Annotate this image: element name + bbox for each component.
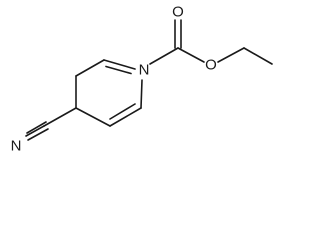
bond-triple-3: [27, 128, 49, 141]
structure-diagram: N O O N: [11, 4, 273, 155]
bond-triple-2: [25, 125, 45, 137]
bond-c3-c2-double-inner: [105, 65, 132, 75]
bond-c3-n1: [103, 59, 136, 70]
atom-ring-nitrogen: N: [139, 62, 150, 79]
atom-nitrile-nitrogen: N: [11, 138, 22, 155]
bond-carbonyl-ester-o: [177, 47, 205, 63]
bond-c4-c3: [75, 59, 105, 77]
atom-carbonyl-oxygen: O: [172, 4, 184, 21]
bond-ch2-ch3: [243, 47, 273, 65]
bond-c5-c4: [75, 107, 111, 127]
bond-c4-cn: [43, 107, 77, 127]
atom-ester-oxygen: O: [205, 57, 217, 74]
bond-triple-1: [26, 121, 47, 134]
bond-n1-c6: [140, 79, 143, 109]
bond-c6-c5-double-inner: [109, 103, 136, 120]
bond-n1-carbonyl-c: [149, 47, 179, 65]
bond-ester-o-ch2: [217, 47, 245, 63]
molecule-drawing: N O O N: [11, 4, 273, 155]
bond-c6-c5: [109, 107, 142, 127]
